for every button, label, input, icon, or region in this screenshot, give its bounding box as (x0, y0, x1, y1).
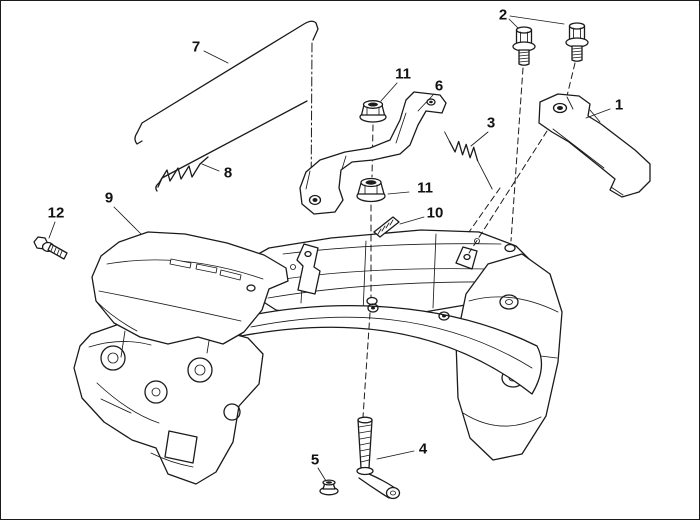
callout-9: 9 (104, 189, 114, 207)
leader-11a (380, 82, 398, 102)
leader-6 (417, 94, 434, 112)
engine-assembly (73, 229, 563, 485)
lock-nut-upper-part (359, 100, 387, 123)
callout-5: 5 (310, 451, 320, 469)
small-bolt-part (33, 236, 68, 260)
callout-2: 2 (498, 6, 508, 24)
leader-7 (203, 50, 229, 64)
link-rod-part (134, 20, 319, 188)
lever-bracket-outline (538, 93, 651, 198)
mount-post-right (455, 246, 478, 270)
leader-9 (113, 206, 142, 235)
leader-10 (399, 216, 425, 225)
support-bracket-part (299, 91, 447, 215)
callout-12: 12 (47, 204, 65, 222)
callout-11a: 11 (395, 65, 411, 83)
mount-post-left (296, 243, 321, 295)
leader-1 (585, 108, 611, 119)
threaded-pin-part (373, 216, 400, 238)
leader-3 (470, 131, 489, 147)
cover-shield-part (91, 231, 289, 345)
support-bracket-outline (299, 91, 447, 215)
tension-spring-part (155, 156, 209, 192)
return-spring-part (444, 131, 493, 190)
callout-1: 1 (614, 96, 624, 114)
flange-nut-part (319, 479, 339, 496)
leader-4 (376, 450, 415, 460)
callout-7: 7 (191, 38, 201, 56)
leader-2b (509, 15, 565, 25)
leader-8 (201, 163, 220, 172)
leader-12 (48, 221, 56, 239)
callout-4: 4 (418, 440, 428, 458)
flange-bolts-part (512, 22, 589, 66)
pivot-bolt-part (356, 416, 401, 500)
leader-2a (508, 18, 519, 29)
lock-nut-lower-part (356, 177, 386, 203)
lever-bracket-part (538, 93, 651, 198)
leader-lines (48, 15, 611, 482)
callout-6: 6 (434, 77, 444, 95)
callout-10: 10 (426, 204, 444, 222)
callout-11b: 11 (417, 179, 433, 197)
leader-5 (317, 467, 327, 482)
callout-8: 8 (223, 164, 233, 182)
leader-11b (387, 191, 410, 195)
left-block-outline (73, 321, 264, 485)
callout-3: 3 (486, 114, 496, 132)
